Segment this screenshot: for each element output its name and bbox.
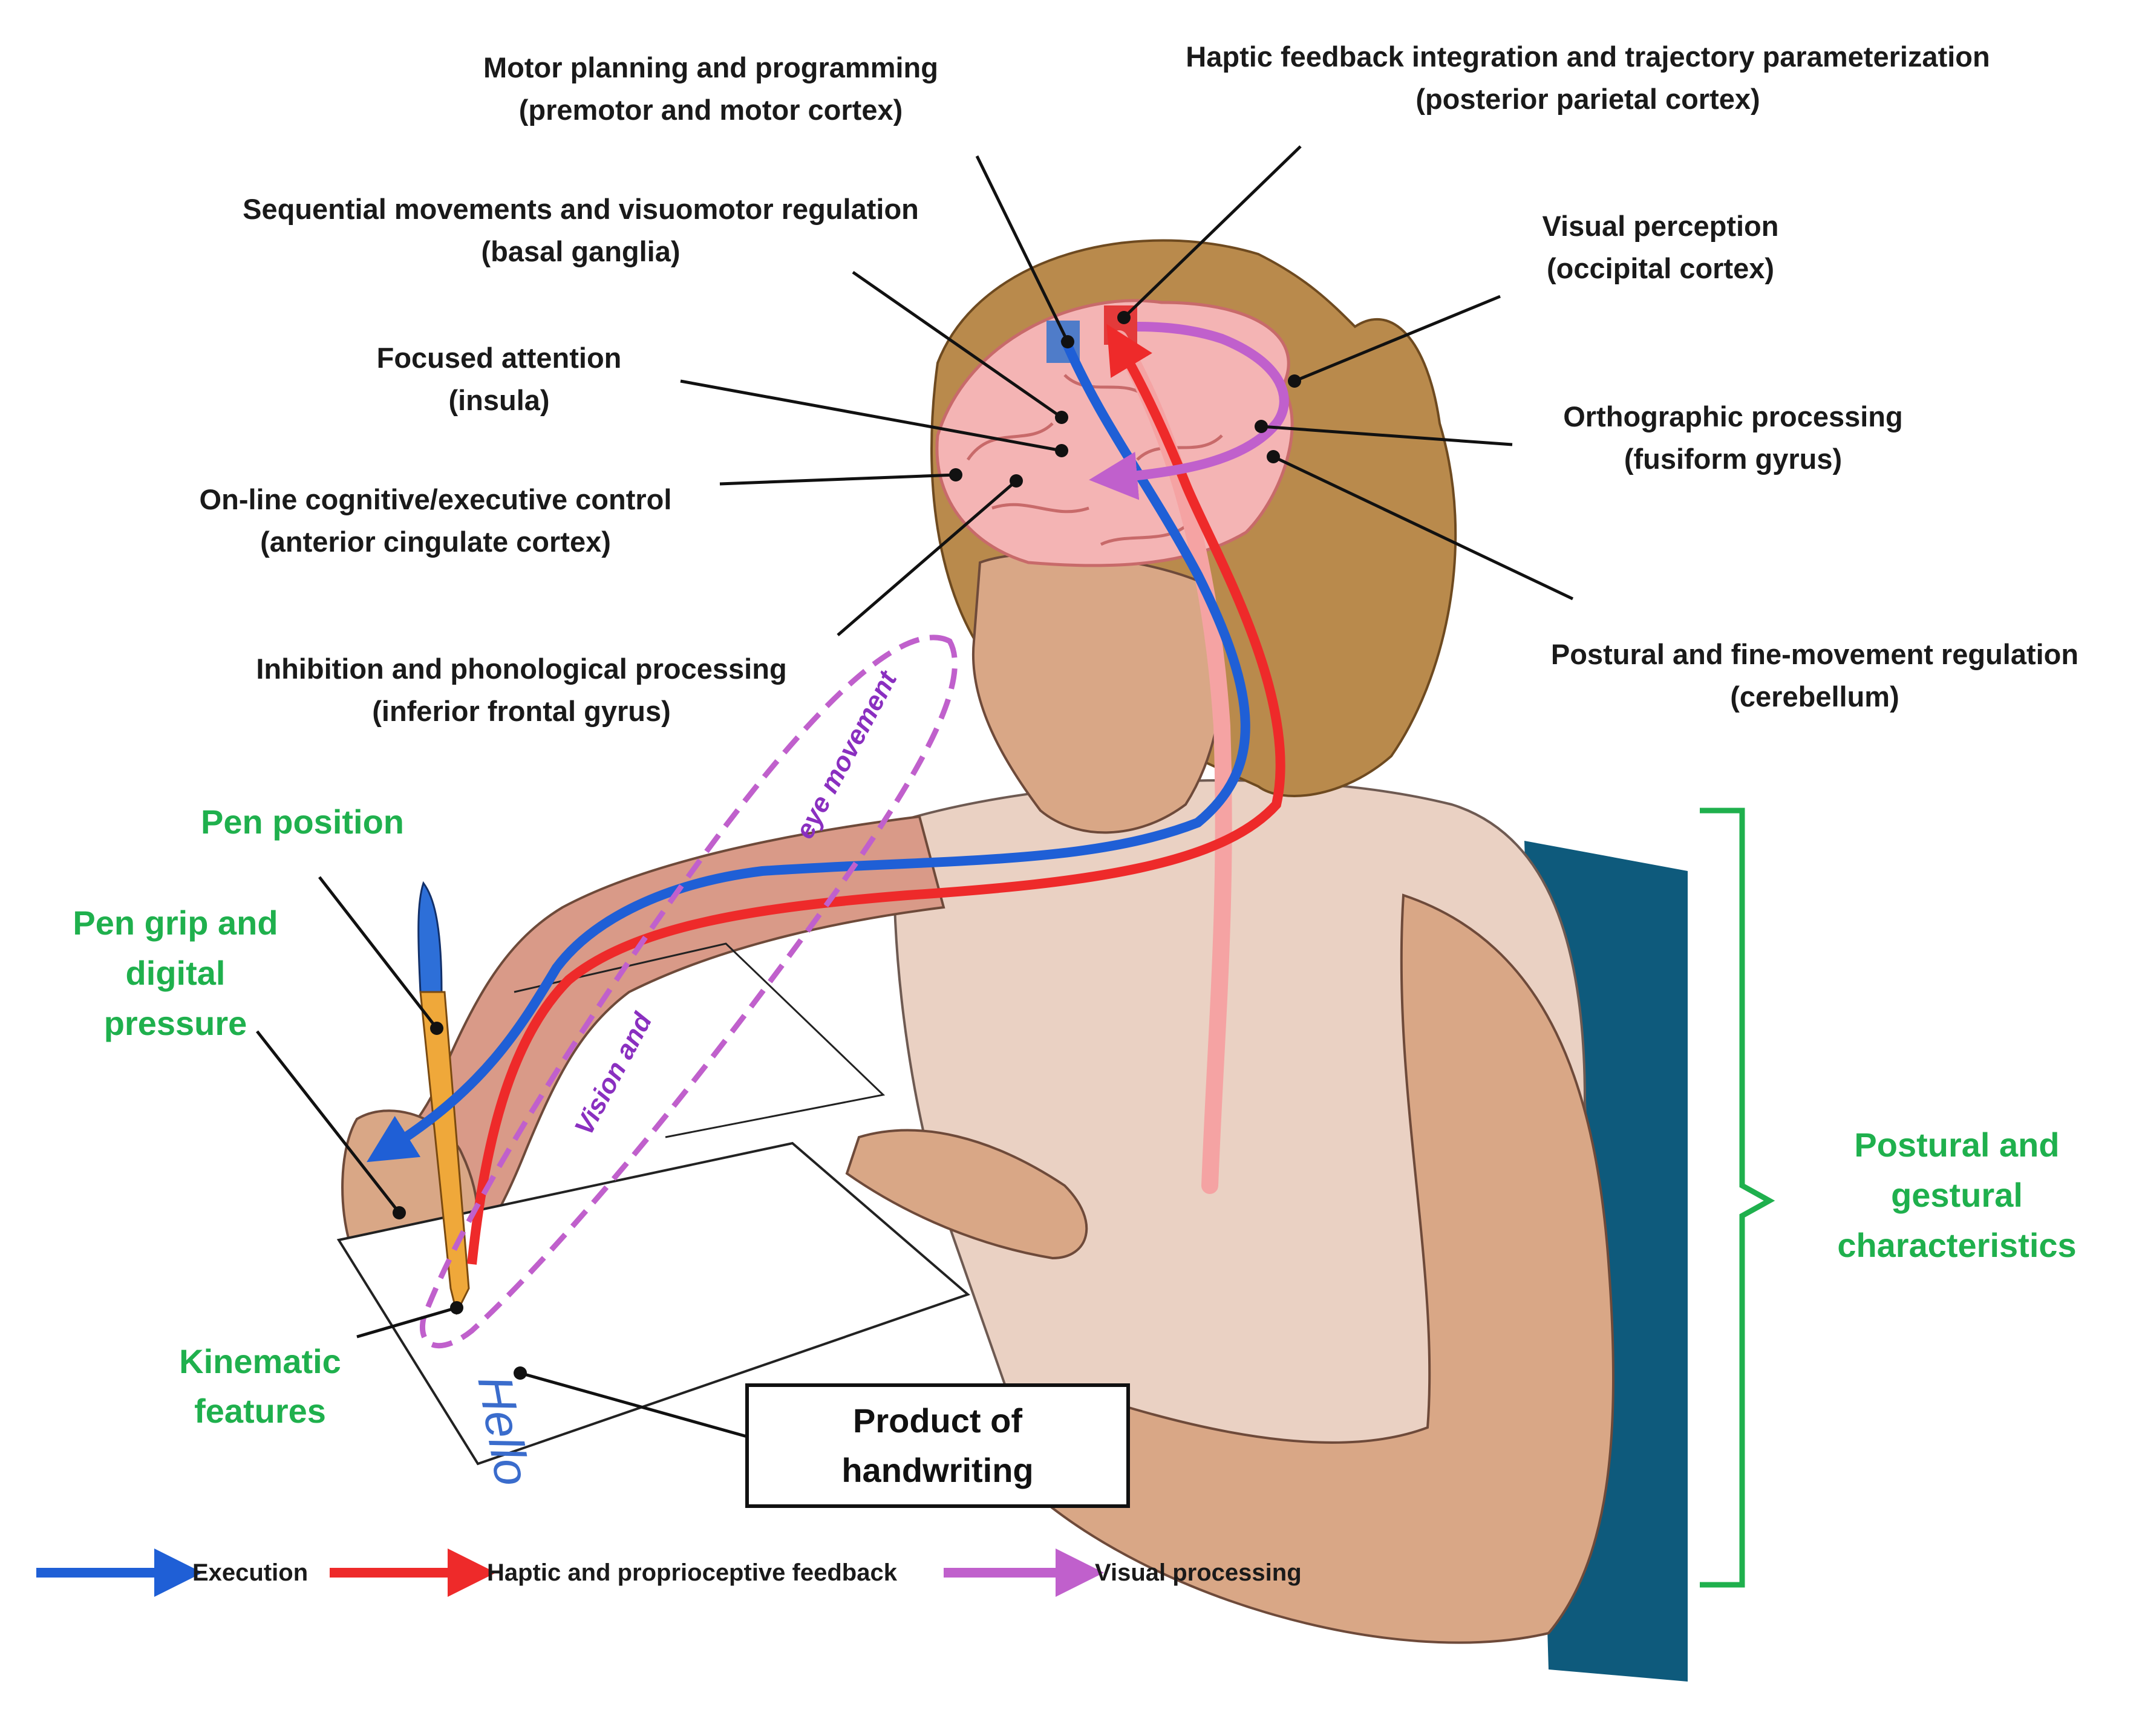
product-box-line2: handwriting	[841, 1451, 1033, 1489]
label-kinematic-2: features	[194, 1392, 326, 1430]
eye-movement-loop	[420, 635, 958, 1349]
pen	[417, 881, 470, 1316]
paper-sheet	[336, 1141, 970, 1466]
label-orthographic: Orthographic processing	[1563, 400, 1902, 432]
label-online-control-sub: (anterior cingulate cortex)	[260, 526, 611, 558]
label-postural-fine-sub: (cerebellum)	[1730, 680, 1899, 713]
brain-labels: Motor planning and programming (premotor…	[200, 41, 2079, 727]
legend-execution: Execution	[192, 1559, 308, 1586]
postural-bracket	[1700, 808, 1775, 1588]
label-postural-gestural-1: Postural and	[1854, 1126, 2059, 1164]
label-orthographic-sub: (fusiform gyrus)	[1624, 443, 1842, 475]
label-pen-grip-1: Pen grip and	[73, 904, 278, 942]
label-online-control: On-line cognitive/executive control	[200, 483, 672, 515]
label-visual-perception-sub: (occipital cortex)	[1547, 252, 1774, 284]
label-inhibition: Inhibition and phonological processing	[256, 653, 786, 685]
label-motor-planning-sub: (premotor and motor cortex)	[519, 94, 903, 126]
product-box: Product of handwriting	[745, 1383, 1130, 1508]
pen-cap-icon	[417, 881, 443, 993]
label-inhibition-sub: (inferior frontal gyrus)	[372, 695, 671, 727]
legend-visual: Visual processing	[1095, 1559, 1302, 1586]
label-postural-gestural-3: characteristics	[1837, 1226, 2076, 1264]
product-box-frame	[745, 1383, 1130, 1508]
label-postural-gestural-2: gestural	[1891, 1176, 2023, 1214]
label-focused-attention: Focused attention	[377, 342, 622, 374]
legend: Execution Haptic and proprioceptive feed…	[36, 1548, 1302, 1597]
product-box-line1: Product of	[853, 1402, 1022, 1440]
label-pen-grip-3: pressure	[104, 1004, 247, 1042]
feature-labels: Pen position Pen grip and digital pressu…	[73, 803, 2077, 1588]
label-focused-attention-sub: (insula)	[448, 384, 549, 416]
visual-pathway	[1113, 322, 1289, 478]
label-sequential-sub: (basal ganglia)	[481, 235, 680, 267]
label-haptic-integration: Haptic feedback integration and trajecto…	[1186, 41, 1990, 73]
label-sequential: Sequential movements and visuomotor regu…	[243, 193, 919, 225]
face	[971, 552, 1223, 834]
pen-barrel-icon	[419, 991, 470, 1316]
legend-haptic: Haptic and proprioceptive feedback	[487, 1559, 898, 1586]
paper-sheet-back	[514, 942, 886, 1138]
label-motor-planning: Motor planning and programming	[483, 51, 938, 83]
label-visual-perception: Visual perception	[1543, 210, 1779, 242]
near-arm	[1010, 893, 1614, 1644]
label-pen-position: Pen position	[201, 803, 404, 841]
brain-folds	[966, 374, 1223, 546]
label-haptic-integration-sub: (posterior parietal cortex)	[1415, 83, 1760, 115]
haptic-pathway	[467, 324, 1285, 1265]
label-pen-grip-2: digital	[126, 954, 226, 992]
leader-lines	[256, 145, 1574, 1438]
label-postural-fine: Postural and fine-movement regulation	[1551, 638, 2078, 670]
execution-pathway	[367, 336, 1250, 1163]
label-kinematic-1: Kinematic	[179, 1342, 341, 1380]
resting-hand	[845, 1129, 1088, 1260]
